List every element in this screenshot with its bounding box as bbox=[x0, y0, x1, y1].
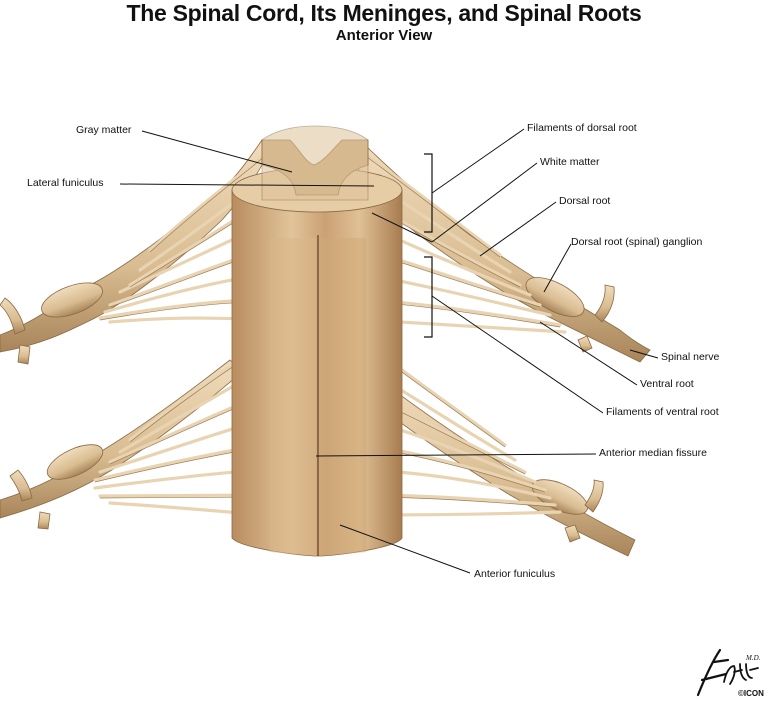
leader-lines bbox=[119, 128, 659, 574]
label-anterior-funiculus: Anterior funiculus bbox=[474, 568, 556, 580]
copyright-credit: ©ICON bbox=[738, 689, 764, 698]
leader-white-matter-b bbox=[371, 212, 433, 243]
right-lower-ganglion bbox=[531, 479, 589, 515]
label-filaments-ventral-root: Filaments of ventral root bbox=[606, 406, 719, 418]
label-white-matter: White matter bbox=[540, 156, 600, 168]
leader-lateral-funiculus bbox=[119, 183, 375, 187]
spinal-cord-body bbox=[231, 189, 403, 557]
left-lower-nerve-branch-2 bbox=[37, 511, 51, 530]
leader-anterior-median-fissure bbox=[315, 453, 597, 457]
leader-dorsal-root bbox=[479, 201, 557, 257]
label-anterior-median-fissure: Anterior median fissure bbox=[599, 447, 707, 459]
label-dorsal-root: Dorsal root bbox=[559, 195, 611, 207]
artist-signature: M.D. bbox=[696, 648, 761, 697]
label-lateral-funiculus: Lateral funiculus bbox=[27, 177, 104, 189]
svg-text:M.D.: M.D. bbox=[745, 654, 761, 662]
left-upper-nerve-branch bbox=[0, 297, 26, 335]
leader-dorsal-root-ganglion bbox=[543, 243, 572, 293]
left-upper-nerve-branch-2 bbox=[17, 344, 31, 365]
right-lower-nerve-branch-2 bbox=[564, 524, 581, 543]
right-upper-nerve-branch bbox=[594, 284, 615, 323]
anterior-column-right bbox=[320, 238, 366, 556]
label-dorsal-root-ganglion: Dorsal root (spinal) ganglion bbox=[571, 236, 703, 248]
upper-spinal-nerves bbox=[0, 139, 651, 365]
leader-filaments-ventral-root bbox=[431, 295, 604, 414]
right-upper-ganglion bbox=[525, 277, 585, 317]
leader-anterior-funiculus bbox=[339, 524, 471, 574]
left-upper-ganglion bbox=[41, 282, 103, 318]
anterior-column-left bbox=[270, 238, 316, 556]
left-lower-nerve-branch bbox=[9, 469, 33, 502]
label-spinal-nerve: Spinal nerve bbox=[661, 351, 720, 363]
left-lower-ganglion bbox=[46, 444, 104, 480]
diagram-title: The Spinal Cord, Its Meninges, and Spina… bbox=[126, 0, 642, 26]
leader-white-matter bbox=[431, 162, 538, 243]
diagram-subtitle: Anterior View bbox=[335, 27, 433, 44]
right-lower-nerve-branch bbox=[584, 479, 604, 513]
spinal-cord bbox=[231, 125, 403, 557]
bracket-ventral-root bbox=[424, 256, 433, 338]
label-ventral-root: Ventral root bbox=[640, 378, 694, 390]
label-filaments-dorsal-root: Filaments of dorsal root bbox=[527, 122, 637, 134]
leader-ventral-root bbox=[539, 321, 638, 386]
leader-gray-matter bbox=[141, 130, 293, 173]
label-gray-matter: Gray matter bbox=[76, 124, 132, 136]
leader-filaments-dorsal-root bbox=[431, 128, 525, 194]
upper-cord-section bbox=[261, 125, 369, 201]
right-upper-nerve-branch-2 bbox=[577, 335, 593, 353]
leader-spinal-nerve bbox=[629, 349, 659, 359]
